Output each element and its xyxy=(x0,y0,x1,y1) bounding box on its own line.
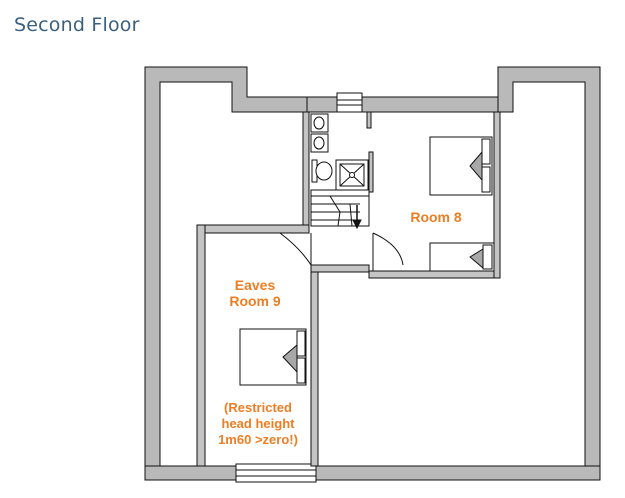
hall-stub xyxy=(366,111,372,129)
room8-right-wall xyxy=(493,111,501,279)
page-title: Second Floor xyxy=(14,14,140,36)
bottom-wall-left xyxy=(144,465,237,481)
corridor-bottom-wall-a xyxy=(310,264,370,273)
window-icon xyxy=(235,463,317,483)
right-outer-wall xyxy=(497,66,601,481)
room-9-label: Eaves Room 9 xyxy=(215,277,295,309)
top-wall-right xyxy=(361,96,501,113)
sink-icon xyxy=(310,113,329,153)
stair-wall xyxy=(368,151,374,193)
window-icon xyxy=(336,92,363,113)
corridor-left-wall xyxy=(196,224,310,234)
double-bed-icon xyxy=(429,242,495,272)
room-8-label: Room 8 xyxy=(400,209,472,225)
room-8-name: Room 8 xyxy=(410,209,462,225)
note-line-2: head height xyxy=(221,416,295,431)
bottom-wall-right xyxy=(315,465,601,481)
restricted-height-note: (Restricted head height 1m60 >zero!) xyxy=(208,400,308,448)
double-bed-icon xyxy=(429,136,493,196)
shower-icon xyxy=(335,159,369,191)
room-9-line-1: Eaves xyxy=(234,277,276,293)
double-bed-icon xyxy=(239,328,307,386)
corridor-bottom-wall-b xyxy=(368,270,498,279)
note-line-1: (Restricted xyxy=(224,400,292,415)
note-line-3: 1m60 >zero!) xyxy=(218,432,298,447)
room9-right-wall xyxy=(310,264,319,467)
room9-left-wall xyxy=(196,224,206,467)
door-swing-icon xyxy=(279,232,404,271)
bathroom-wall xyxy=(302,111,310,229)
toilet-icon xyxy=(311,159,333,183)
top-wall-left xyxy=(306,96,338,113)
staircase-icon xyxy=(310,189,370,230)
outer-walls xyxy=(144,66,601,481)
room-9-line-2: Room 9 xyxy=(229,293,281,309)
